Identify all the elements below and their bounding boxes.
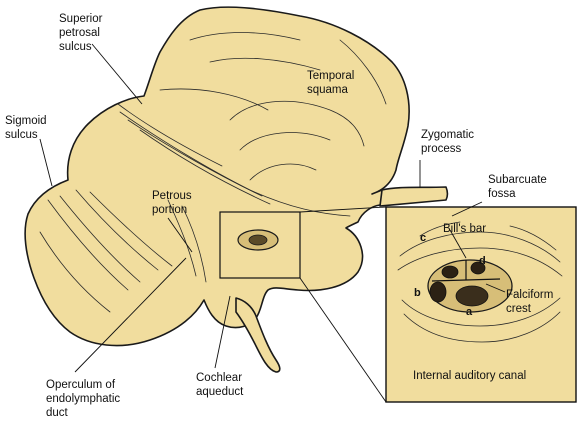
label-operculum: Operculum of endolymphatic duct xyxy=(46,379,120,419)
svg-text:endolymphatic: endolymphatic xyxy=(46,393,120,405)
label-sigmoid-sulcus: Sigmoid sulcus xyxy=(5,115,47,141)
svg-text:Cochlear: Cochlear xyxy=(196,372,242,384)
svg-text:process: process xyxy=(421,143,462,155)
label-temporal-squama: Temporal squama xyxy=(307,70,354,96)
label-petrous-portion: Petrous portion xyxy=(152,190,192,216)
iac-inset-panel xyxy=(385,206,577,403)
svg-text:duct: duct xyxy=(46,407,69,419)
svg-text:sulcus: sulcus xyxy=(59,41,92,53)
letter-c: c xyxy=(420,232,426,244)
svg-text:petrosal: petrosal xyxy=(59,27,100,39)
styloid-projection xyxy=(235,297,281,373)
svg-text:portion: portion xyxy=(152,204,187,216)
svg-text:crest: crest xyxy=(506,303,532,315)
inset-connector-bottom xyxy=(299,277,387,403)
letter-d: d xyxy=(479,255,486,267)
svg-text:squama: squama xyxy=(307,84,349,96)
label-superior-petrosal-sulcus: Superior petrosal sulcus xyxy=(59,13,103,53)
svg-text:sulcus: sulcus xyxy=(5,129,38,141)
iac-opening-small xyxy=(237,229,279,251)
svg-text:fossa: fossa xyxy=(488,188,516,200)
label-bills-bar: Bill's bar xyxy=(443,223,486,235)
petrous-texture xyxy=(39,189,207,313)
quadrant-c-hole xyxy=(441,265,459,279)
svg-text:Subarcuate: Subarcuate xyxy=(488,174,547,186)
letter-b: b xyxy=(414,287,421,299)
inset-texture xyxy=(397,221,563,343)
label-cochlear-aqueduct: Cochlear aqueduct xyxy=(196,372,244,398)
letter-a: a xyxy=(466,306,473,318)
svg-text:Falciform: Falciform xyxy=(506,289,553,301)
label-subarcuate-fossa: Subarcuate fossa xyxy=(488,174,547,200)
svg-text:Superior: Superior xyxy=(59,13,103,25)
zygomatic-process-shape xyxy=(379,186,449,207)
svg-text:aqueduct: aqueduct xyxy=(196,386,244,398)
quadrant-b-hole xyxy=(429,281,447,303)
svg-text:Sigmoid: Sigmoid xyxy=(5,115,47,127)
detail-source-box xyxy=(219,211,301,279)
quadrant-a-hole xyxy=(455,285,489,307)
quadrant-d-hole xyxy=(470,261,486,275)
inset-connector-top xyxy=(299,206,387,213)
label-zygomatic-process: Zygomatic process xyxy=(421,129,474,155)
squama-texture xyxy=(117,32,387,217)
label-internal-auditory-canal: Internal auditory canal xyxy=(413,370,526,382)
svg-text:Temporal: Temporal xyxy=(307,70,354,82)
leader-lines xyxy=(39,43,506,373)
temporal-bone-body xyxy=(24,6,447,347)
label-falciform-crest: Falciform crest xyxy=(506,289,553,315)
svg-text:Petrous: Petrous xyxy=(152,190,192,202)
svg-text:Operculum of: Operculum of xyxy=(46,379,116,391)
svg-text:Zygomatic: Zygomatic xyxy=(421,129,474,141)
